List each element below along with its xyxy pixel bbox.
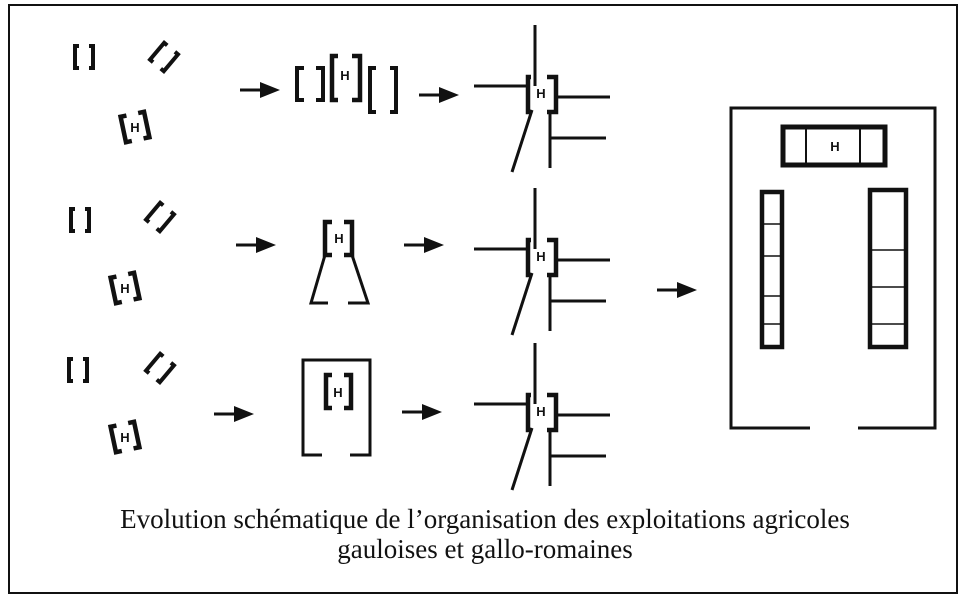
arrow-icon xyxy=(400,402,444,422)
main-residence: H xyxy=(780,124,888,168)
row1-clustered-buildings: H xyxy=(295,53,398,114)
outbuilding xyxy=(144,200,176,234)
arrow-icon xyxy=(655,280,699,300)
outbuilding xyxy=(73,44,95,70)
outbuilding xyxy=(67,357,89,383)
main-house: H xyxy=(111,422,140,452)
main-house: H xyxy=(111,273,140,303)
row2-scattered-buildings: H xyxy=(69,200,176,303)
figure-caption: Evolution schématique de l’organisation … xyxy=(0,504,970,564)
svg-text:H: H xyxy=(536,249,545,264)
row3-scattered-buildings: H xyxy=(67,351,176,452)
svg-text:H: H xyxy=(830,139,839,154)
row3-road-layout: H xyxy=(474,343,610,490)
svg-text:H: H xyxy=(536,86,545,101)
svg-text:H: H xyxy=(120,281,129,296)
row1-scattered-buildings: H xyxy=(73,40,180,142)
left-outbuilding-wing xyxy=(759,189,785,350)
outbuilding xyxy=(144,351,176,385)
arrow-icon xyxy=(238,80,282,100)
gallo-roman-villa: H xyxy=(729,106,937,430)
outbuilding xyxy=(69,207,91,233)
svg-text:H: H xyxy=(334,231,343,246)
right-outbuilding-wing xyxy=(867,187,909,350)
outbuilding xyxy=(148,40,180,74)
arrow-icon xyxy=(402,235,446,255)
main-house: H xyxy=(121,112,150,142)
arrow-icon xyxy=(417,85,461,105)
row3-rectangular-enclosure: H xyxy=(301,358,372,457)
row2-road-layout: H xyxy=(474,188,610,335)
svg-text:H: H xyxy=(536,404,545,419)
figure-frame xyxy=(8,4,958,594)
arrow-icon xyxy=(234,235,278,255)
svg-text:H: H xyxy=(340,68,349,83)
row1-road-layout: H xyxy=(474,25,610,172)
caption-line-2: gauloises et gallo-romaines xyxy=(337,534,633,564)
arrow-icon xyxy=(212,404,256,424)
svg-text:H: H xyxy=(120,430,129,445)
svg-text:H: H xyxy=(333,385,342,400)
caption-line-1: Evolution schématique de l’organisation … xyxy=(120,504,850,534)
svg-text:H: H xyxy=(130,120,139,135)
row2-trapezoid-enclosure: H xyxy=(309,219,371,305)
